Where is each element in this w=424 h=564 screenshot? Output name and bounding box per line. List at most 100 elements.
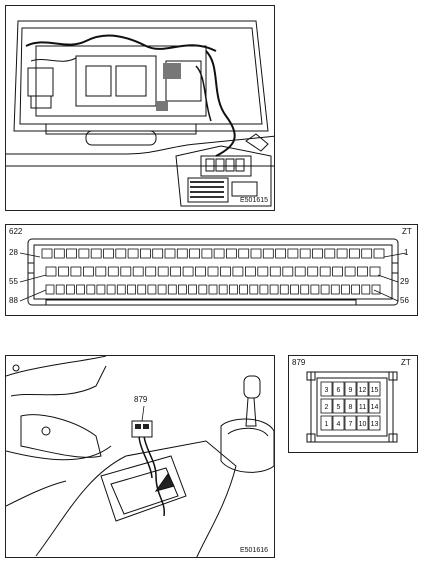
connector-622-panel: 622 ZT 28 1 55 29 88 56 [5,224,418,316]
pin-cavity [332,266,344,277]
pin-label-29: 29 [400,277,409,286]
pin-cavity [300,284,310,295]
pin-cavity [207,266,219,277]
pin-cavity [361,284,371,295]
pin-cavity [139,248,151,259]
pin-cavity [45,284,55,295]
pin-cell [356,415,369,431]
pin-cavity [157,266,169,277]
interior-drawing [6,356,274,557]
pin-cavity [70,266,82,277]
pin-number: 3 [325,387,329,394]
pin-cavity [76,284,85,295]
pin-cavity [344,266,356,277]
pin-cavity [170,266,182,277]
pin-cavity [294,266,306,277]
pin-cavity [220,266,231,277]
pin-cavity [225,248,237,259]
pin-cavity [299,248,311,259]
pin-cavity [96,284,106,295]
pin-cell [368,415,381,431]
interior-location-illustration: 879 E501616 [5,355,275,558]
pin-cavity [369,266,381,277]
pin-cavity [282,266,294,277]
pin-cavity [78,248,90,259]
pin-cavity [208,284,218,295]
pin-cell [356,398,369,414]
pin-cell [332,398,345,414]
pin-cell [320,398,333,414]
pin-cell [332,381,345,397]
pin-cavity [262,248,274,259]
pin-cavity [361,248,373,259]
pin-cavity [371,284,381,295]
pin-number: 12 [359,387,367,394]
connector-id-label: 622 [9,227,23,236]
pin-cavity [164,248,176,259]
pin-number: 4 [337,421,341,428]
pin-cavity [107,266,119,277]
pin-cavity [279,284,289,295]
pin-cavity [106,284,116,295]
pin-number: 15 [371,387,379,394]
pin-cavity [310,284,320,295]
pin-cavity [307,266,319,277]
pin-cavity [249,284,259,295]
pin-cavity [116,284,126,295]
pin-number: 13 [371,421,379,428]
connector-tag-label: ZT [402,227,412,236]
pin-cavity [195,266,206,277]
pin-number: 14 [371,404,379,411]
pin-cavity [103,248,114,259]
connector-622-drawing [19,238,407,306]
pin-number: 11 [359,404,366,411]
pin-label-28: 28 [9,248,18,257]
figure-code-label: E501616 [240,547,269,554]
pin-cavity [218,284,228,295]
pin-number: 10 [359,421,367,428]
pin-cavity [147,284,157,295]
pin-cavity [188,284,198,295]
pin-cavity [238,248,250,259]
pin-cavity [127,284,136,295]
pin-cavity [55,284,65,295]
pin-cell [344,381,357,397]
pin-cavity [189,248,201,259]
pin-cell [332,415,345,431]
pin-cavity [348,248,360,259]
pin-cavity [182,266,194,277]
pin-cavity [239,284,249,295]
pin-cavity [275,248,287,259]
pin-cell [368,381,381,397]
pin-cavity [287,248,299,259]
pin-cavity [115,248,127,259]
pin-cavity [336,248,348,259]
pin-cavity [152,248,164,259]
pin-cell [356,381,369,397]
pin-cavity [340,284,350,295]
pin-cavity [41,248,53,259]
pin-cavity [176,248,188,259]
connector-tag-label: ZT [401,358,411,367]
pin-cavity [201,248,213,259]
pin-cavity [320,284,330,295]
pin-cavity [157,284,167,295]
pin-cell [320,415,333,431]
pin-cavity [228,284,238,295]
pin-label-1: 1 [404,248,409,257]
pin-cavity [58,266,69,277]
pin-cavity [259,284,269,295]
pin-cavity [95,266,107,277]
pin-cavity [45,266,57,277]
pin-cavity [137,284,147,295]
pin-number: 8 [349,404,353,411]
pin-cavity [257,266,269,277]
pin-cavity [83,266,94,277]
pin-cavity [167,284,177,295]
engine-bay-drawing [6,20,274,207]
pin-cavity [198,284,208,295]
engine-bay-illustration: E501615 [5,5,275,211]
figure-code-label: E501615 [240,197,269,204]
